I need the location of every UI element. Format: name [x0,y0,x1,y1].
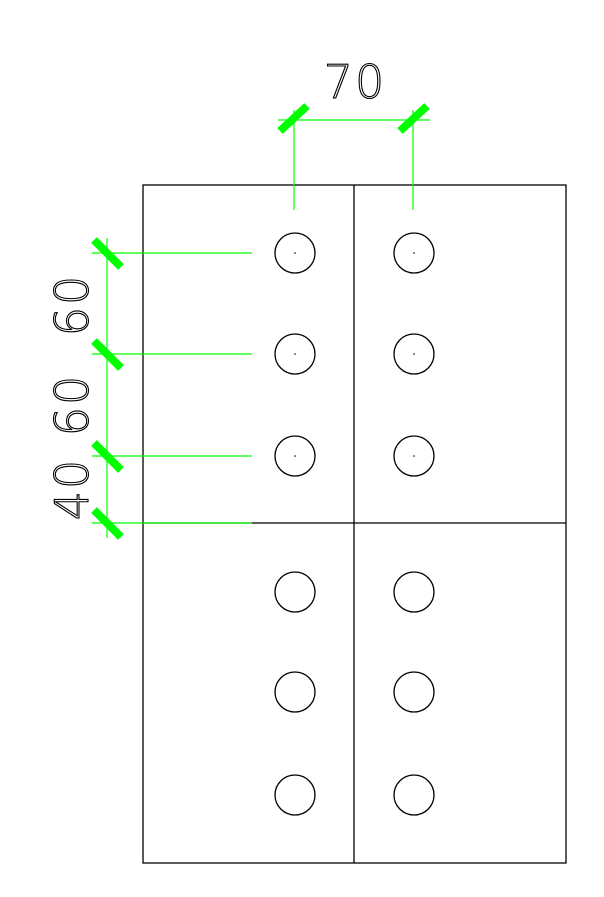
dimension-label-horizontal: 70 [324,55,387,109]
bolt-hole [393,571,435,613]
bolt-hole [393,774,435,816]
bolt-hole [393,333,435,375]
horizontal-dimension: 70 [277,54,430,210]
hole-center-mark [294,353,296,355]
plate-outline [142,184,567,864]
bolt-hole [274,671,316,713]
tick-mark [277,103,310,134]
bolt-hole [393,435,435,477]
bolt-hole [274,774,316,816]
bolt-hole [274,571,316,613]
hole-center-mark [294,455,296,457]
dimension-label-60-upper: 60 [45,274,99,337]
hole-center-mark [413,455,415,457]
tick-mark [91,440,124,473]
tick-mark [91,237,124,270]
dimension-label-60-lower: 60 [45,374,99,437]
bolt-hole [274,333,316,375]
bolt-hole [274,232,316,274]
hole-center-mark [413,353,415,355]
tick-mark [91,338,124,371]
bolt-hole [393,232,435,274]
vertical-dimension: 40 60 60 [44,237,252,540]
bolt-hole [393,671,435,713]
bolt-holes [274,232,435,816]
bolt-hole [274,435,316,477]
dimension-label-40: 40 [45,458,99,521]
hole-center-mark [294,252,296,254]
tick-mark [397,103,430,134]
tick-mark [91,507,124,540]
hole-center-mark [413,252,415,254]
